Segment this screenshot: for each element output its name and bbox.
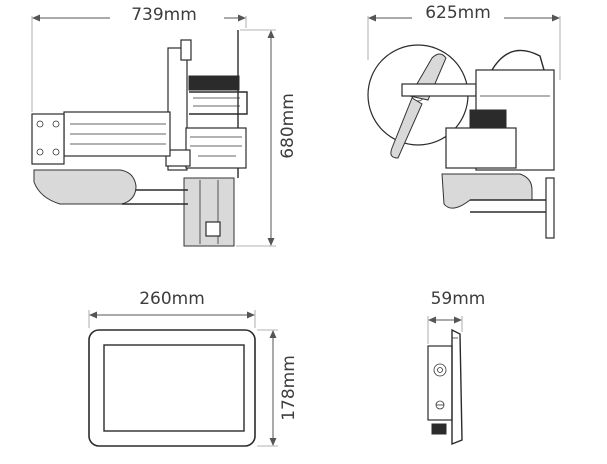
- dim-label-screen-width: 260mm: [139, 289, 205, 309]
- screen-front-view: [88, 329, 256, 447]
- dim-label-screen-height: 178mm: [279, 355, 299, 421]
- arm-side-view: [31, 30, 248, 247]
- dim-label-arm-width: 739mm: [131, 5, 197, 25]
- dimension-739mm: 739mm: [31, 5, 247, 112]
- dimension-625mm: 625mm: [367, 3, 561, 80]
- dim-label-screen-depth: 59mm: [431, 289, 486, 309]
- dim-label-arm-height: 680mm: [278, 93, 298, 159]
- dimension-59mm: 59mm: [427, 289, 486, 344]
- dimension-260mm: 260mm: [88, 289, 256, 328]
- dim-label-top-width: 625mm: [425, 3, 491, 23]
- dimension-178mm: 178mm: [257, 329, 299, 447]
- arm-top-view: [367, 44, 555, 239]
- dimension-680mm: 680mm: [236, 29, 298, 247]
- screen-side-view: [427, 328, 463, 446]
